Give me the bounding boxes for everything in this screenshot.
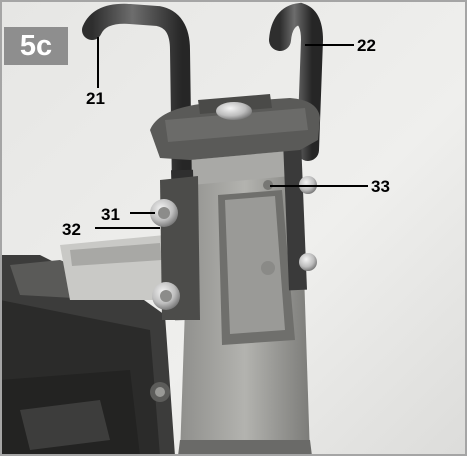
- callout-33: 33: [371, 177, 390, 196]
- callout-32: 32: [62, 220, 81, 239]
- callout-22: 22: [357, 36, 376, 55]
- figure-badge: 5c: [4, 27, 68, 65]
- callout-21: 21: [86, 89, 105, 108]
- callout-31: 31: [101, 205, 120, 224]
